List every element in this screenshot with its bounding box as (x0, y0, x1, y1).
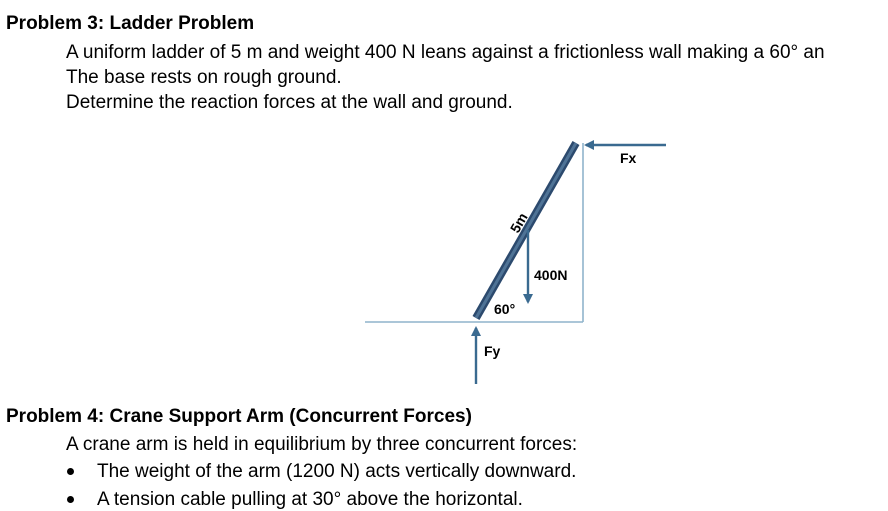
problem-3-statement-line-1: A uniform ladder of 5 m and weight 400 N… (66, 42, 825, 63)
fx-label: Fx (620, 150, 637, 166)
problem-3-title: Problem 3: Ladder Problem (6, 13, 255, 34)
problem-4-bullet-2: A tension cable pulling at 30° above the… (97, 489, 523, 510)
problem-4-title: Problem 4: Crane Support Arm (Concurrent… (6, 406, 472, 427)
problem-3-statement-line-3: Determine the reaction forces at the wal… (66, 92, 513, 113)
ladder-highlight (474, 142, 578, 319)
weight-label: 400N (534, 267, 567, 283)
problem-4-intro: A crane arm is held in equilibrium by th… (66, 434, 578, 455)
fy-label: Fy (484, 343, 501, 359)
bullet-marker (67, 496, 74, 503)
problem-3-statement-line-2: The base rests on rough ground. (66, 67, 342, 88)
bullet-marker (67, 468, 74, 475)
angle-label: 60° (494, 301, 515, 317)
problem-4-bullet-1: The weight of the arm (1200 N) acts vert… (97, 461, 577, 482)
